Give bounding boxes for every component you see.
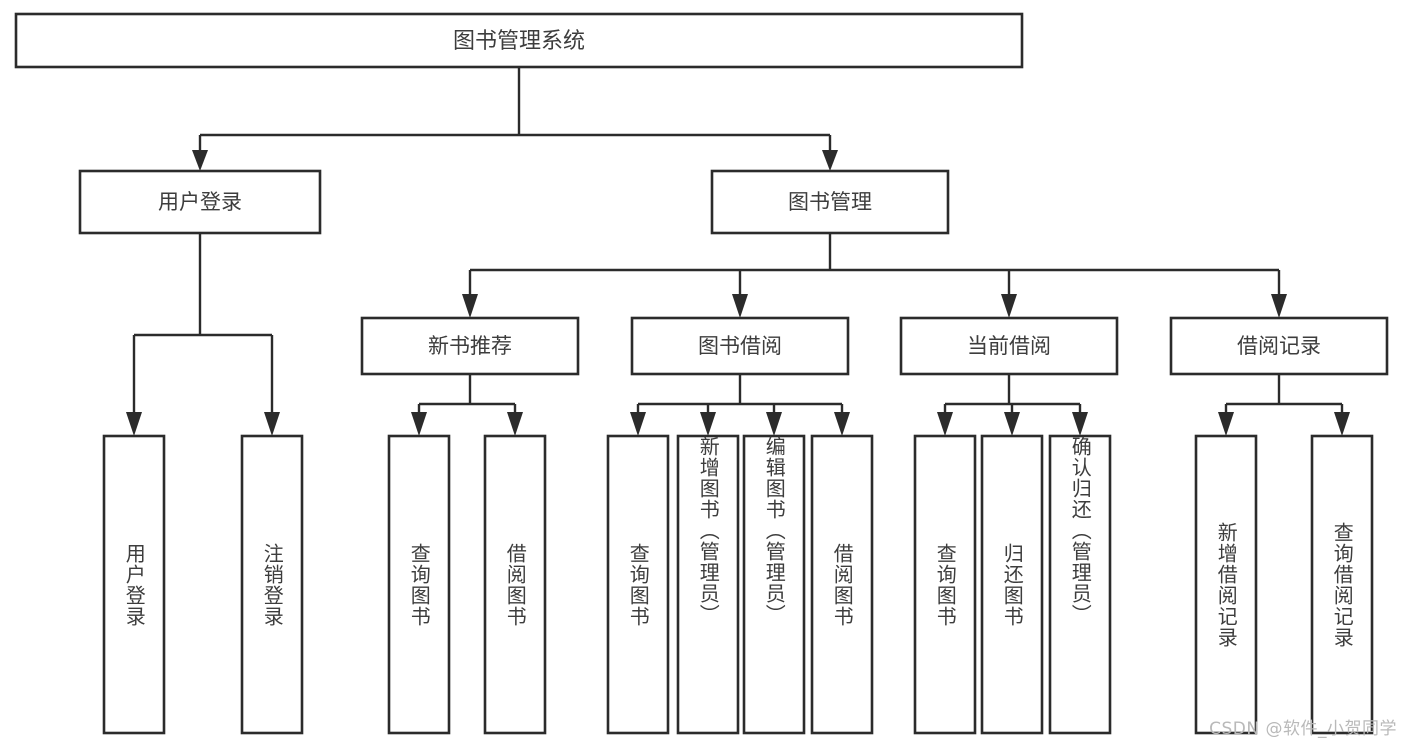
leaf-query-book-2-box[interactable] [606,434,670,735]
arrow-head-current-borrow [1001,294,1017,318]
node-new-book-recommend[interactable]: 新书推荐 [360,316,580,376]
node-book-manage[interactable]: 图书管理 [710,169,950,235]
book-borrow-label: 图书借阅 [698,334,782,358]
arrow-head-leaf-query-book-3 [937,412,953,436]
arrow-head-borrow-record [1271,294,1287,318]
arrow-head-leaf-query-record [1334,412,1350,436]
borrow-record-label: 借阅记录 [1237,334,1321,358]
leaf-user-login-box[interactable] [102,434,166,735]
node-borrow-record[interactable]: 借阅记录 [1169,316,1389,376]
leaf-add-record-box[interactable] [1194,434,1258,735]
book-manage-box[interactable] [710,169,950,235]
watermark: CSDN @软件_小贺同学 [1209,719,1397,739]
node-root[interactable]: 图书管理系统 [14,12,1024,69]
arrow-head-user-login [192,150,208,171]
node-current-borrow[interactable]: 当前借阅 [899,316,1119,376]
leaf-confirm-return-box[interactable] [1048,434,1112,735]
node-book-borrow[interactable]: 图书借阅 [630,316,850,376]
new-book-recommend-label: 新书推荐 [428,334,512,358]
leaf-borrow-book-2-box[interactable] [810,434,874,735]
borrow-record-box[interactable] [1169,316,1389,376]
leaf-return-book-box[interactable] [980,434,1044,735]
leaf-box-layer [102,434,1374,735]
arrow-head-leaf-edit-book [766,412,782,436]
arrow-head-leaf-confirm-return [1072,412,1088,436]
user-login-box[interactable] [78,169,322,235]
root-box[interactable] [14,12,1024,69]
node-user-login[interactable]: 用户登录 [78,169,322,235]
book-manage-label: 图书管理 [788,190,872,214]
user-login-label: 用户登录 [158,190,242,214]
arrow-head-book-borrow [732,294,748,318]
leaf-add-book-box[interactable] [676,434,740,735]
arrow-head-leaf-user-logout [264,412,280,436]
arrow-head-leaf-borrow-book-1 [507,412,523,436]
connector-layer [126,67,1350,436]
arrow-head-leaf-query-book-2 [630,412,646,436]
arrow-head-book-manage [822,150,838,171]
current-borrow-box[interactable] [899,316,1119,376]
leaf-user-logout-box[interactable] [240,434,304,735]
current-borrow-label: 当前借阅 [967,334,1051,358]
leaf-query-book-3-box[interactable] [913,434,977,735]
leaf-query-book-1-box[interactable] [387,434,451,735]
book-borrow-box[interactable] [630,316,850,376]
leaf-edit-book-box[interactable] [742,434,806,735]
arrow-head-new-book-recommend [462,294,478,318]
leaf-query-record-box[interactable] [1310,434,1374,735]
root-label: 图书管理系统 [453,29,585,54]
arrow-head-leaf-query-book-1 [411,412,427,436]
new-book-recommend-box[interactable] [360,316,580,376]
arrow-head-leaf-add-book [700,412,716,436]
arrow-head-leaf-add-record [1218,412,1234,436]
arrow-head-leaf-borrow-book-2 [834,412,850,436]
arrow-head-leaf-user-login [126,412,142,436]
arrow-head-leaf-return-book [1004,412,1020,436]
leaf-borrow-book-1-box[interactable] [483,434,547,735]
